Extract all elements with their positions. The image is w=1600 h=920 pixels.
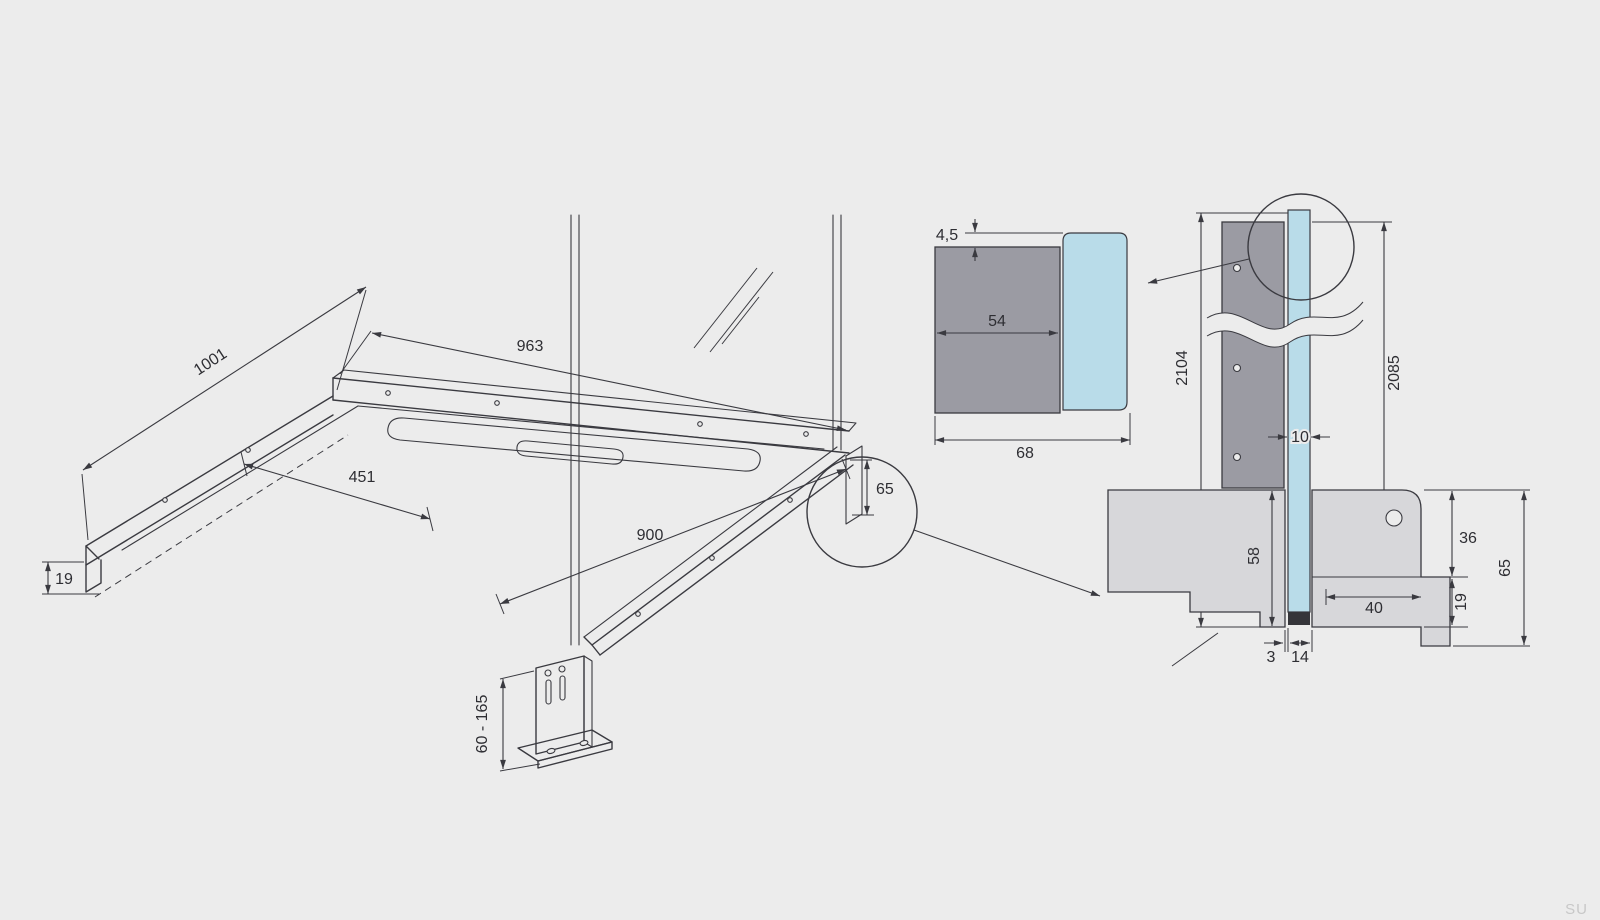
- dim-label-profile-depth: 58: [1246, 547, 1263, 565]
- screw-hole: [697, 421, 703, 427]
- dim-label-total-width: 68: [1016, 445, 1034, 462]
- glass-panel-elevation: [1287, 209, 1311, 613]
- frame-inner-left-edge: [121, 405, 359, 551]
- dim-label-top-offset: 4,5: [936, 227, 958, 244]
- glass-reflection-mark: [709, 271, 774, 353]
- extension-line: [81, 473, 89, 541]
- right-rail-bottom-edge: [599, 464, 854, 656]
- dim-label-gap: 3: [1267, 649, 1276, 666]
- right-rail-end-cap: [583, 636, 601, 656]
- dim-label-total-height: 2104: [1174, 350, 1191, 386]
- foot-hole: [546, 747, 556, 755]
- elevation-view: 2104 2085 10: [1147, 193, 1403, 628]
- screw-hole: [709, 555, 715, 561]
- dim-label-back-width: 963: [517, 338, 544, 355]
- bracket-slot: [559, 675, 566, 701]
- watermark: SU: [1565, 901, 1588, 918]
- dim-label-front-width: 900: [637, 527, 664, 544]
- detail-leader-arrow: [913, 529, 1101, 597]
- bracket-plate-side: [583, 655, 593, 748]
- dim-label-channel-width: 14: [1291, 649, 1309, 666]
- back-rail-top-edge: [332, 377, 850, 432]
- dim-label-edge-distance: 40: [1365, 600, 1383, 617]
- screw-hole: [787, 497, 793, 503]
- dim-label-profile-height: 65: [876, 481, 894, 498]
- profile-hole: [1232, 363, 1242, 373]
- break-line: [1206, 319, 1364, 348]
- extension-line: [499, 670, 535, 680]
- extension-line: [339, 330, 372, 375]
- base-profile-right: [1311, 489, 1451, 647]
- dim-label-slot-offset: 451: [349, 469, 376, 486]
- screw-hole: [803, 431, 809, 437]
- dim-label-total-height: 65: [1497, 559, 1514, 577]
- fixing-hole: [1385, 509, 1403, 527]
- bracket-screw: [544, 669, 552, 677]
- dim-line-front-width: [499, 468, 847, 605]
- wall-profile-elevation: [1221, 221, 1285, 489]
- glass-reflection-mark: [693, 267, 758, 349]
- profile-hole: [1232, 263, 1242, 273]
- wall-panel-section: [934, 246, 1061, 414]
- screw-hole: [494, 400, 500, 406]
- bracket-slot: [545, 679, 552, 705]
- screw-hole: [245, 447, 251, 453]
- profile-hole: [1232, 452, 1242, 462]
- break-line: [1206, 301, 1364, 330]
- bottom-seal: [1288, 612, 1310, 625]
- bracket-screw: [558, 665, 566, 673]
- detail-circle: [1247, 193, 1355, 301]
- right-rail-top-edge: [591, 454, 846, 646]
- bracket-foot-front: [537, 741, 613, 769]
- dim-label-foot-range: 60 - 165: [474, 695, 491, 754]
- foot-hole: [579, 739, 589, 747]
- dim-line-depth: [82, 286, 367, 471]
- base-section-view: 58 36 19 65 40 3 14: [1107, 489, 1530, 667]
- glass-profile-section: [1062, 232, 1128, 411]
- extension-line: [499, 763, 541, 772]
- dim-label-profile-width: 54: [988, 313, 1006, 330]
- drain-slot: [516, 440, 624, 465]
- isometric-view: 1001 963 451 900 19 65 60 - 165: [42, 214, 1101, 772]
- dim-label-lip-height: 19: [55, 571, 73, 588]
- left-rail-bottom-edge: [85, 414, 334, 566]
- glass-reflection-mark: [721, 296, 760, 345]
- back-rail-bottom-edge: [332, 399, 850, 454]
- back-rail-top-face: [332, 369, 857, 432]
- dim-line-back-width: [371, 331, 847, 432]
- left-rail-end-cap: [85, 545, 102, 593]
- leader-line: [1171, 632, 1219, 667]
- base-profile-left: [1107, 489, 1286, 628]
- screw-hole: [385, 390, 391, 396]
- screw-hole: [162, 497, 168, 503]
- right-rail-inner-edge: [583, 446, 838, 638]
- dim-line-slot-offset: [243, 463, 431, 520]
- dim-label-glass-thickness: 10: [1291, 429, 1309, 446]
- dim-label-lower-height: 19: [1453, 593, 1470, 611]
- dim-label-upper-height: 36: [1459, 530, 1477, 547]
- dim-label-glass-height: 2085: [1386, 355, 1403, 391]
- profile-section-view: 4,5 54 68: [934, 219, 1131, 462]
- screw-hole: [635, 611, 641, 617]
- break-band: [1207, 302, 1363, 348]
- extension-line: [336, 289, 367, 391]
- dim-label-depth: 1001: [191, 345, 230, 379]
- hidden-edge-dashed-line: [94, 434, 349, 598]
